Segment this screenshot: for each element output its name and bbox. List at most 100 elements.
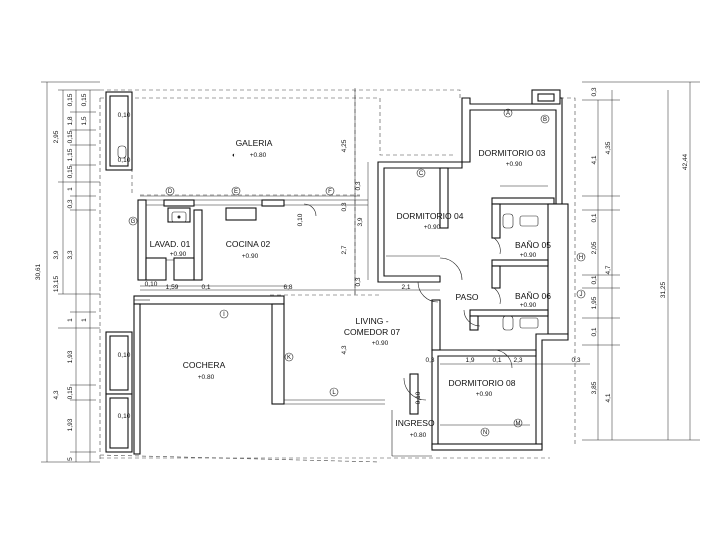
fixtures: [117, 145, 539, 331]
dim-left-fine-7: 3,3: [67, 250, 74, 259]
dim-left-fine-1: 1,8: [67, 116, 74, 125]
dim-right-mid-2: 4,7: [605, 265, 612, 274]
dim-int-14: 0,1: [492, 357, 501, 364]
dim-right-inner-1: 0,1: [591, 213, 598, 222]
marker-g: G: [131, 219, 136, 225]
toilet-icon-2: [502, 315, 514, 331]
dim-int-9: 0,1: [201, 284, 210, 291]
room-lavadero: LAVAD. 01: [150, 239, 191, 249]
room-dormitorio04: DORMITORIO 04: [397, 211, 464, 221]
dim-right-inner-6: 3,85: [591, 381, 598, 394]
dim-int-13: 1,9: [465, 357, 474, 364]
room-galeria: GALERIA: [236, 138, 273, 148]
left-dimension-labels: 30,61 13,15 2,95 3,9 1 4,3 0,15 1,8 0,15…: [35, 93, 88, 461]
dim-int-21: 0,10: [118, 413, 131, 420]
room-labels: GALERIA +0.80 ◐ DORMITORIO 03 +0.90 DORM…: [150, 138, 552, 439]
marker-h: H: [579, 255, 583, 261]
room-bano06-level: +0.90: [520, 302, 537, 309]
site-outlines: [99, 88, 576, 463]
dim-int-11: 4,3: [341, 345, 348, 354]
dim-left-inner-2: 1: [67, 318, 74, 322]
dim-int-8: 1,59: [166, 284, 179, 291]
room-ingreso-level: +0.80: [410, 432, 427, 439]
dim-left-fine-2: 0,15: [67, 130, 74, 143]
dim-left-fine-12: 5: [67, 457, 74, 461]
dim-left-fine-5: 1: [67, 187, 74, 191]
room-cocina: COCINA 02: [226, 239, 271, 249]
walls: [105, 89, 569, 457]
marker-d: D: [168, 189, 173, 195]
dim-int-4: 0,3: [341, 202, 348, 211]
right-dimension-chains: [582, 81, 700, 441]
marker-k: K: [287, 355, 291, 361]
room-cocina-level: +0.90: [242, 253, 259, 260]
dim-left-fine-10: 0,15: [67, 386, 74, 399]
dim-left-fine-11: 1,93: [67, 418, 74, 431]
interior-dimensions: 4,25 0,3 3,9 2,7 0,3 0,10 0,3 2,1 1,59 0…: [118, 90, 590, 420]
dim-left-fine-6: 0,3: [67, 199, 74, 208]
marker-c: C: [419, 171, 424, 177]
doors: [134, 203, 513, 401]
dim-right-inner-5: 0,1: [591, 327, 598, 336]
room-bano05-level: +0.90: [520, 252, 537, 259]
marker-a: A: [506, 111, 510, 117]
dim-right-inner-4: 1,95: [591, 296, 598, 309]
section-markers: A B C D E F G H I J K L M N: [128, 108, 586, 437]
marker-l: L: [332, 390, 336, 396]
dim-left-outer-0: 30,61: [35, 263, 42, 280]
dim-right-mid-3: 4,1: [605, 393, 612, 402]
room-paso: PASO: [456, 292, 479, 302]
marker-b: B: [543, 117, 547, 123]
room-dormitorio08-level: +0.90: [476, 391, 493, 398]
marker-m: M: [516, 421, 521, 427]
dim-left-fine-3: 1,15: [67, 148, 74, 161]
dim-left-inner-1: 3,9: [53, 250, 60, 259]
basin-icon: [519, 215, 539, 227]
dim-int-1: 0,3: [355, 181, 362, 190]
room-ingreso: INGRESO: [395, 418, 435, 428]
room-cochera-level: +0.80: [198, 374, 215, 381]
marker-j: J: [580, 292, 583, 298]
dim-int-18: 0,10: [118, 112, 131, 119]
toilet-icon: [502, 213, 514, 229]
dim-int-3: 2,7: [341, 245, 348, 254]
dim-int-22: 0,10: [415, 391, 422, 404]
dim-left-inner-3: 4,3: [53, 390, 60, 399]
dim-left-fine-0: 0,15: [67, 93, 74, 106]
room-bano05: BAÑO 05: [515, 240, 551, 250]
basin-icon-2: [519, 317, 539, 329]
dim-int-15: 2,3: [513, 357, 522, 364]
marker-e: E: [234, 189, 238, 195]
dim-int-7: 2,1: [401, 284, 410, 291]
dim-left-fine-4: 0,15: [67, 165, 74, 178]
dim-left-fine2-1: 0,15: [81, 93, 88, 106]
room-bano06: BAÑO 06: [515, 291, 551, 301]
dim-left-mid-0: 13,15: [53, 275, 60, 292]
left-dimension-chains: [41, 81, 100, 463]
marker-n: N: [483, 430, 487, 436]
dim-right-outer-0: 42,44: [682, 153, 689, 170]
room-lavadero-level: +0.90: [170, 251, 187, 258]
room-dormitorio08: DORMITORIO 08: [449, 378, 516, 388]
room-cochera: COCHERA: [183, 360, 226, 370]
dim-right-mid-1: 4,35: [605, 141, 612, 154]
dim-int-5: 0,10: [297, 213, 304, 226]
dim-int-6: 0,3: [355, 277, 362, 286]
dim-left-fine2-0: 1,5: [81, 116, 88, 125]
right-dimension-labels: 42,44 31,25 0,3 4,35 4,7 4,1 4,1 0,1 2,0…: [591, 87, 689, 402]
dim-int-2: 3,9: [357, 217, 364, 226]
dim-right-outer-1: 31,25: [660, 281, 667, 298]
dim-right-inner-2: 2,05: [591, 241, 598, 254]
level-icon: ◐: [232, 152, 236, 159]
room-living-line2: COMEDOR 07: [344, 327, 400, 337]
dim-left-inner-0: 2,95: [53, 130, 60, 143]
dim-int-10: 6,8: [283, 284, 292, 291]
dim-int-19: 0,10: [118, 157, 131, 164]
marker-f: F: [328, 189, 332, 195]
sink-icon: [171, 211, 187, 223]
room-living-line1: LIVING -: [355, 316, 388, 326]
dim-right-mid-0: 0,3: [591, 87, 598, 96]
dim-int-0: 4,25: [341, 139, 348, 152]
dim-int-20: 0,10: [118, 352, 131, 359]
